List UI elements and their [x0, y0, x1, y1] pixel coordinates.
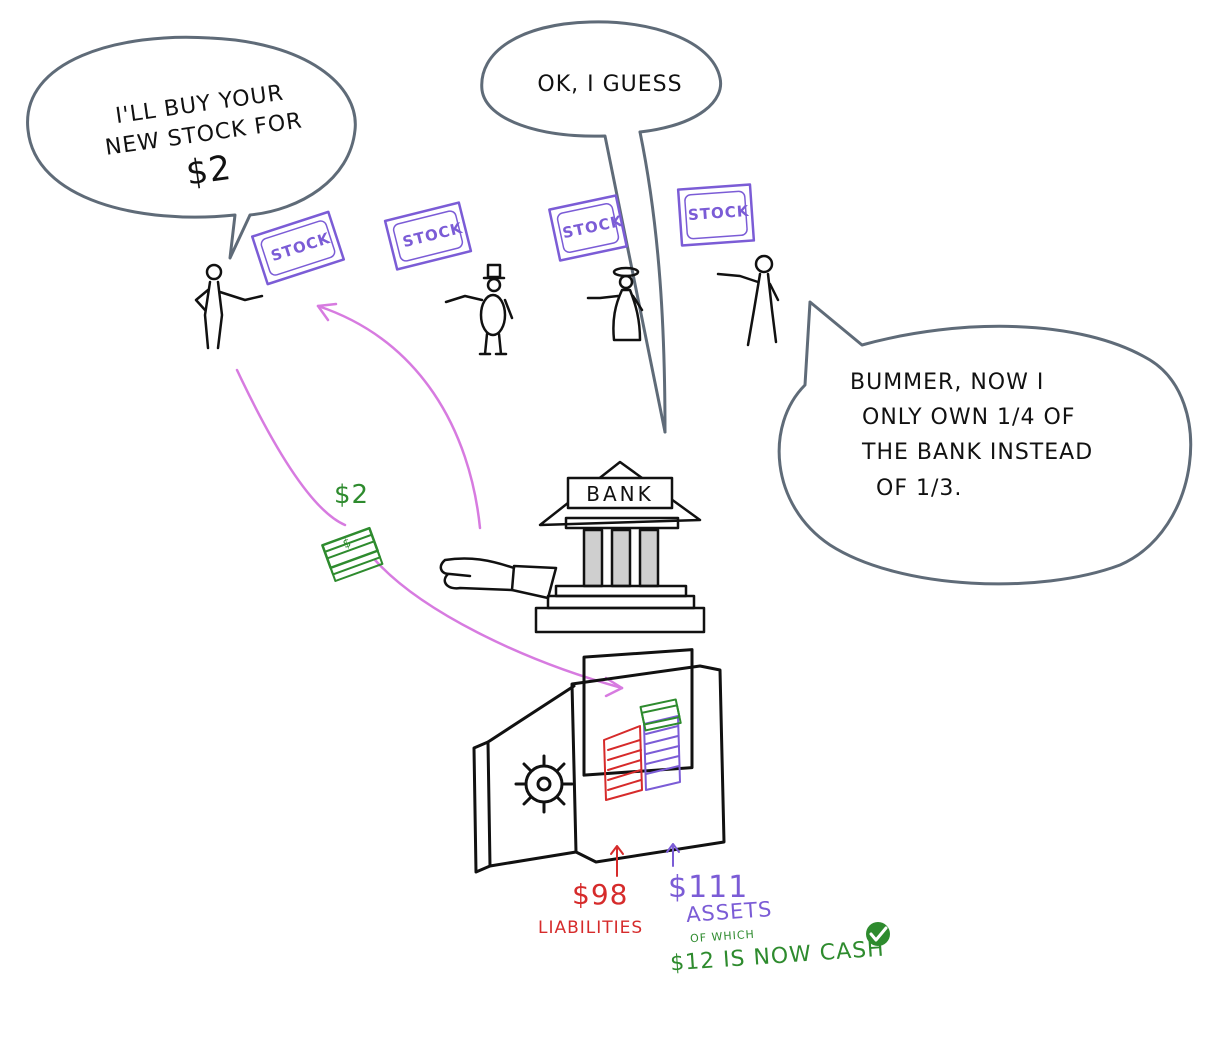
liabilities-value: $98	[572, 878, 629, 911]
stock-certificate-2	[383, 201, 473, 271]
cash-flow-arrow[interactable]	[235, 368, 624, 690]
shareholder-figure	[716, 254, 780, 347]
assets-cash-stack	[643, 715, 681, 791]
bank-hand	[439, 557, 558, 600]
bummer-line-4: of 1/3.	[876, 475, 963, 501]
money-bills	[321, 526, 384, 582]
liabilities-cash-stack	[603, 725, 643, 801]
ok-line: Ok, I guess	[537, 72, 683, 97]
top-hat-figure	[444, 263, 514, 356]
stock-certificate-4	[676, 183, 756, 247]
bummer-line-3: the bank instead	[862, 440, 1094, 466]
stock-certificate-1	[250, 210, 346, 286]
bummer-line-2: only own 1/4 of	[862, 405, 1076, 431]
stock-flow-arrowhead	[316, 302, 338, 322]
new-cash-bills	[639, 698, 682, 732]
liabilities-label: Liabilities	[538, 918, 644, 938]
speech-bubble-ok-tail	[638, 130, 667, 434]
bummer-bubble-text: Bummer, now I only own 1/4 of the bank i…	[840, 365, 1160, 506]
bank-sign: BANK	[586, 482, 654, 506]
ok-bubble-text: Ok, I guess	[515, 70, 705, 100]
speech-bubble-investor	[26, 35, 357, 260]
lady-figure	[586, 266, 644, 342]
stock-flow-arrow[interactable]	[316, 304, 482, 530]
vault-safe	[472, 648, 726, 874]
payment-amount: $2	[334, 480, 370, 510]
bummer-line-1: Bummer, now I	[850, 370, 1045, 395]
investor-figure	[194, 263, 264, 350]
assets-value: $111	[668, 870, 749, 905]
bank-building	[534, 460, 706, 634]
speech-bubble-bummer	[777, 300, 1193, 586]
check-mark-icon	[866, 922, 890, 946]
stock-certificate-3	[548, 194, 628, 262]
speech-bubble-ok	[480, 20, 723, 434]
liabilities-arrow	[610, 845, 624, 877]
assets-arrow	[666, 843, 680, 867]
